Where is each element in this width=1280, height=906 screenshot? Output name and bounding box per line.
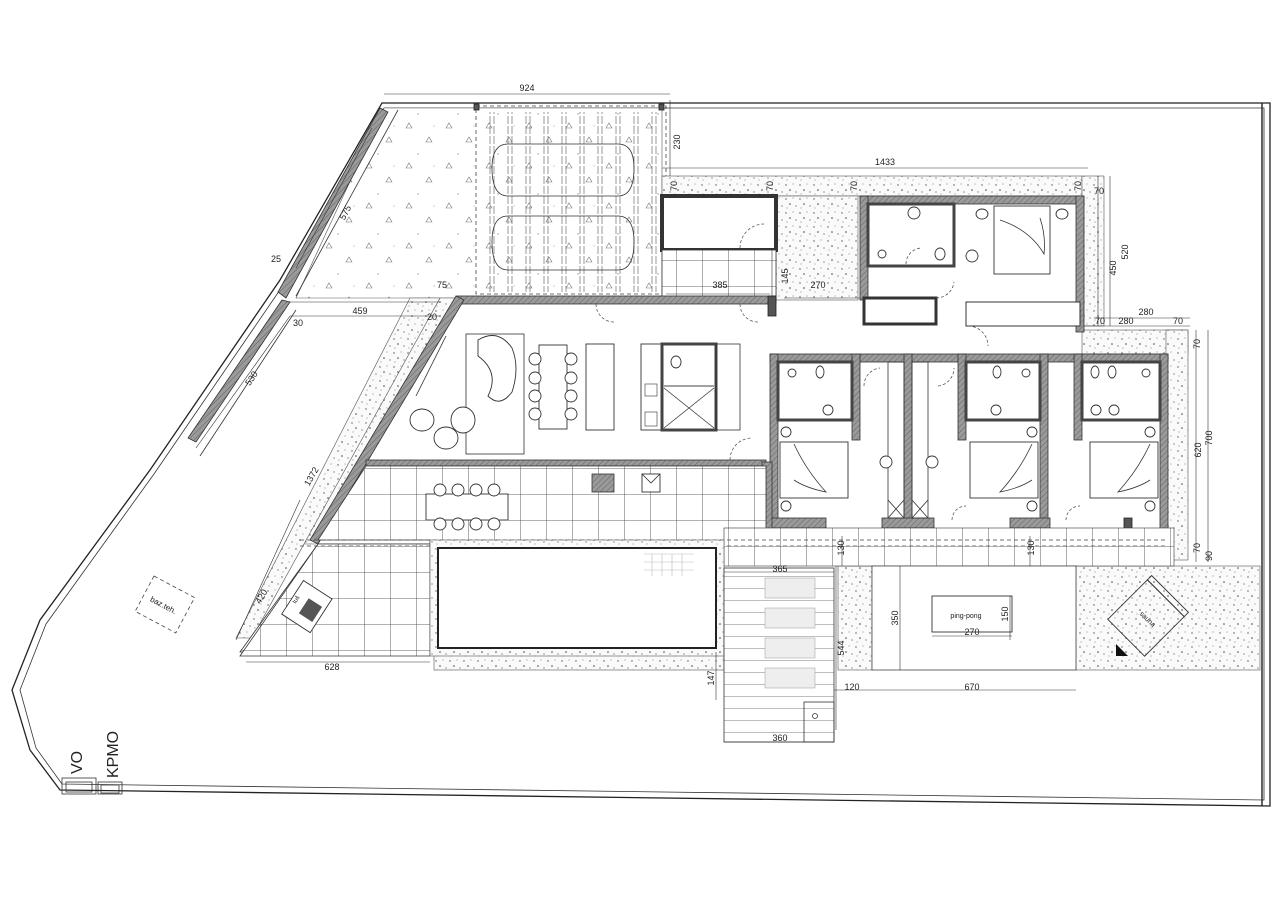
site-boundary [11,102,1271,807]
dim-620: 620 [1193,442,1203,457]
dim-628: 628 [324,662,339,672]
bed [779,441,849,499]
dim-530: 530 [243,369,260,387]
dim-70-bottom: 70 [1192,543,1202,553]
bedroom-3 [1065,360,1162,521]
bed [1089,441,1159,499]
bed [969,441,1039,499]
dining-chairs [528,352,578,421]
curved-sofa [477,335,517,402]
dim-table-270: 270 [964,627,979,637]
dim-70-b: 70 [765,181,775,191]
living-room [409,303,759,461]
dim-70-d: 70 [1073,181,1083,191]
dim-280-top: 280 [1138,307,1153,317]
dim-20: 20 [427,312,437,322]
swimming-pool [429,539,725,657]
dim-70-a: 70 [669,181,679,191]
parking-pergola [473,103,667,295]
dim-147: 147 [706,670,716,685]
dim-700: 700 [1204,430,1214,445]
guest-bathroom [660,342,718,432]
dim-1433: 1433 [875,157,895,167]
dim-25: 25 [271,254,281,264]
outdoor-shower: tuš [281,579,333,634]
dim-670: 670 [964,682,979,692]
pool-tech-label: baz.teh. [149,595,178,616]
dim-450: 450 [1108,260,1118,275]
car-1 [491,143,635,197]
wardrobe-corridor [863,361,955,519]
vo-label: VO [69,751,86,774]
dimension-lines [195,93,1209,743]
outdoor-dining [425,473,661,531]
bedroom-2 [951,360,1042,521]
bedroom-1 [776,360,854,512]
dining-table [538,344,568,430]
meter-boxes: VO KPMO [61,731,123,795]
dim-70-left: 70 [1095,316,1105,326]
dim-75: 75 [437,280,447,290]
ping-pong-label: ping-pong [950,613,981,620]
dim-280-inner: 280 [1118,316,1133,326]
dim-130-a: 130 [836,540,846,555]
dim-70-e: 70 [1094,186,1104,196]
dim-544: 544 [836,640,846,655]
dim-70-c: 70 [849,181,859,191]
dim-360: 360 [772,733,787,743]
dim-70-right: 70 [1173,316,1183,326]
pool-technical-room: baz.teh. [134,575,196,634]
bedroom-walkway [723,527,1175,567]
kpmo-label: KPMO [105,731,122,778]
kitchen-island [585,343,615,431]
gravel-strips [235,175,1261,671]
dim-350: 350 [890,610,900,625]
kitchen-counter [640,343,662,431]
ping-pong-table [931,595,1013,633]
shower-label: tuš [292,595,301,605]
dim-365: 365 [772,564,787,574]
car-2 [491,215,635,271]
dim-90-bottom: 90 [1204,551,1214,561]
dim-120: 120 [844,682,859,692]
sauna-entry-marker [1116,644,1128,656]
master-bedroom-north [866,202,1069,347]
dim-130-b: 130 [1026,540,1036,555]
storage-room [660,194,778,299]
dim-270: 270 [810,280,825,290]
dim-385: 385 [712,280,727,290]
dim-145: 145 [780,268,790,283]
games-area: ping-pong [871,565,1077,671]
dim-924: 924 [519,83,534,93]
dim-230: 230 [672,134,682,149]
dim-table-150: 150 [1000,606,1010,621]
dim-520: 520 [1120,244,1130,259]
bed [993,205,1051,275]
wooden-deck [723,567,835,743]
dim-30: 30 [293,318,303,328]
dim-459: 459 [352,306,367,316]
dim-70-east: 70 [1192,339,1202,349]
